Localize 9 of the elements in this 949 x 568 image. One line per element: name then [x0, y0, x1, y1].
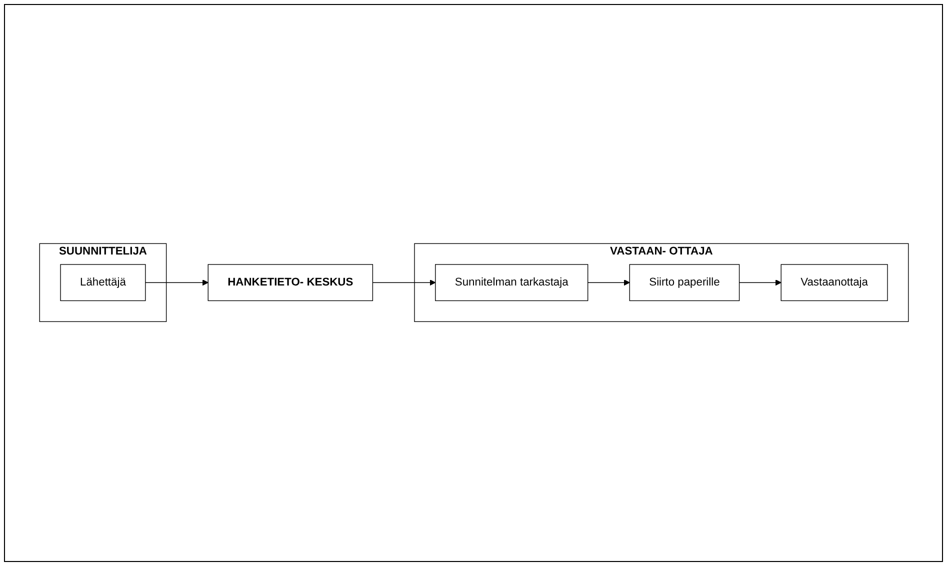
arrow — [144, 280, 208, 286]
arrow — [586, 280, 630, 286]
node-box: Lähettäjä — [60, 264, 146, 302]
arrow — [738, 280, 781, 286]
node-box: Siirto paperille — [628, 264, 740, 302]
node-box: HANKETIETO- KESKUS — [207, 264, 373, 302]
node-box: Sunnitelman tarkastaja — [434, 264, 588, 302]
node-box: Vastaanottaja — [780, 264, 888, 302]
arrow — [372, 280, 436, 286]
